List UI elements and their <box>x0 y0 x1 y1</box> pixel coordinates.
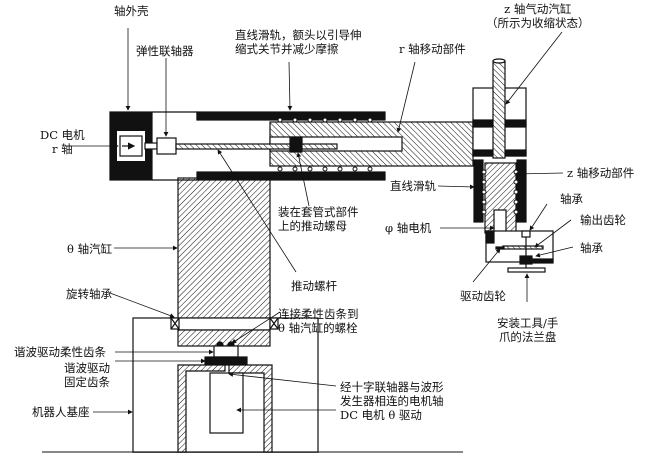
label-r-moving-part: r 轴移动部件 <box>399 42 466 56</box>
label-robot-base: 机器人基座 <box>32 405 90 419</box>
label-line: 经十字联轴器与波形 <box>340 380 444 394</box>
label-line: z 轴气动汽缸 <box>504 2 572 16</box>
label-line: 装在套管式部件 <box>278 205 359 219</box>
bearing <box>521 230 531 238</box>
label-elastic-coupling: 弹性联轴器 <box>136 44 194 58</box>
label-theta-cylinder: θ 轴汽缸 <box>67 242 113 256</box>
theta-cylinder <box>177 177 271 319</box>
drive-gear <box>495 246 505 250</box>
label-line: 上的推动螺母 <box>278 219 347 233</box>
label-line: 缩式关节并减少摩擦 <box>235 42 339 56</box>
label-line: θ 轴汽缸的螺栓 <box>278 321 358 335</box>
label-line: 谐波驱动 <box>64 361 110 375</box>
label-linear-rail-right: 直线滑轨 <box>390 179 436 193</box>
leader-lines <box>65 28 574 415</box>
linear-rail <box>196 111 386 121</box>
label-flange: 安装工具/手爪的法兰盘 <box>497 316 558 344</box>
label-circular-spline: 谐波驱动固定齿条 <box>64 361 110 389</box>
drive-nut <box>289 136 303 153</box>
label-line: r 轴 <box>52 142 73 156</box>
label-z-moving-part: z 轴移动部件 <box>567 166 635 180</box>
rotary-bearing <box>170 317 279 330</box>
drive-screw <box>175 143 338 150</box>
elastic-coupling <box>156 137 177 155</box>
label-line: 直线滑轨，额头以引导伸 <box>235 28 362 42</box>
label-rotary-bearing: 旋转轴承 <box>66 287 112 301</box>
label-line: 爪的法兰盘 <box>498 330 557 344</box>
label-linear-rail-top: 直线滑轨，额头以引导伸缩式关节并减少摩擦 <box>235 28 362 56</box>
label-phi-motor: φ 轴电机 <box>385 221 432 235</box>
flange <box>507 267 546 273</box>
motor-housing <box>177 364 226 453</box>
label-drive-nut: 装在套管式部件上的推动螺母 <box>278 205 359 233</box>
label-flex-spline: 谐波驱动柔性齿条 <box>14 345 106 359</box>
label-dc-motor-theta: DC 电机 θ 驱动 <box>340 408 422 422</box>
label-line: 发生器相连的电机轴 <box>340 394 444 408</box>
label-drive-screw: 推动螺杆 <box>291 279 337 293</box>
z-rod <box>492 60 506 159</box>
label-bearing-upper: 轴承 <box>560 192 583 206</box>
label-line: DC 电机 <box>40 128 85 142</box>
label-drive-gear: 驱动齿轮 <box>460 289 506 303</box>
circular-spline <box>204 356 248 366</box>
label-z-cylinder: z 轴气动汽缸（所示为收缩状态） <box>486 2 590 30</box>
dc-motor-theta <box>209 372 244 434</box>
label-line: （所示为收缩状态） <box>486 16 590 30</box>
label-line: 连接柔性齿条到 <box>278 307 359 321</box>
label-line: 固定齿条 <box>64 375 110 389</box>
output-gear <box>502 245 544 250</box>
flex-spline <box>213 345 239 358</box>
label-shaft-housing: 轴外壳 <box>114 4 149 18</box>
label-bearing-lower: 轴承 <box>580 241 603 255</box>
label-line: 安装工具/手 <box>497 316 559 330</box>
label-output-gear: 输出齿轮 <box>580 213 626 227</box>
